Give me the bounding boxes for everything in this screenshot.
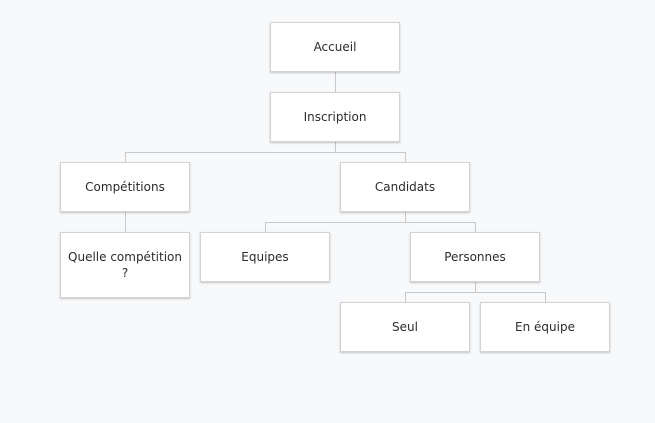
node-accueil-label: Accueil — [313, 40, 357, 54]
node-en-equipe: En équipe — [480, 302, 610, 352]
node-candidats: Candidats — [340, 162, 470, 212]
connector-candidats-personnes — [405, 212, 476, 232]
node-inscription: Inscription — [270, 92, 400, 142]
edge-layer — [125, 72, 546, 302]
node-seul-label: Seul — [392, 320, 418, 334]
node-en-equipe-label: En équipe — [515, 320, 575, 334]
node-personnes-label: Personnes — [444, 250, 506, 264]
node-personnes: Personnes — [410, 232, 540, 282]
connector-candidats-equipes — [265, 212, 406, 232]
node-competitions: Compétitions — [60, 162, 190, 212]
connector-inscription-competitions — [125, 142, 336, 162]
node-accueil: Accueil — [270, 22, 400, 72]
connector-personnes-seul — [405, 282, 476, 302]
node-equipes: Equipes — [200, 232, 330, 282]
node-seul: Seul — [340, 302, 470, 352]
node-quelle-competition: Quelle compétition ? — [60, 232, 190, 298]
connector-personnes-en_equipe — [475, 282, 546, 302]
node-equipes-label: Equipes — [241, 250, 289, 264]
node-competitions-label: Compétitions — [85, 180, 165, 194]
node-quelle-competition-label: Quelle compétition ? — [68, 250, 182, 280]
connector-inscription-candidats — [335, 142, 406, 162]
node-inscription-label: Inscription — [303, 110, 367, 124]
node-candidats-label: Candidats — [374, 180, 436, 194]
